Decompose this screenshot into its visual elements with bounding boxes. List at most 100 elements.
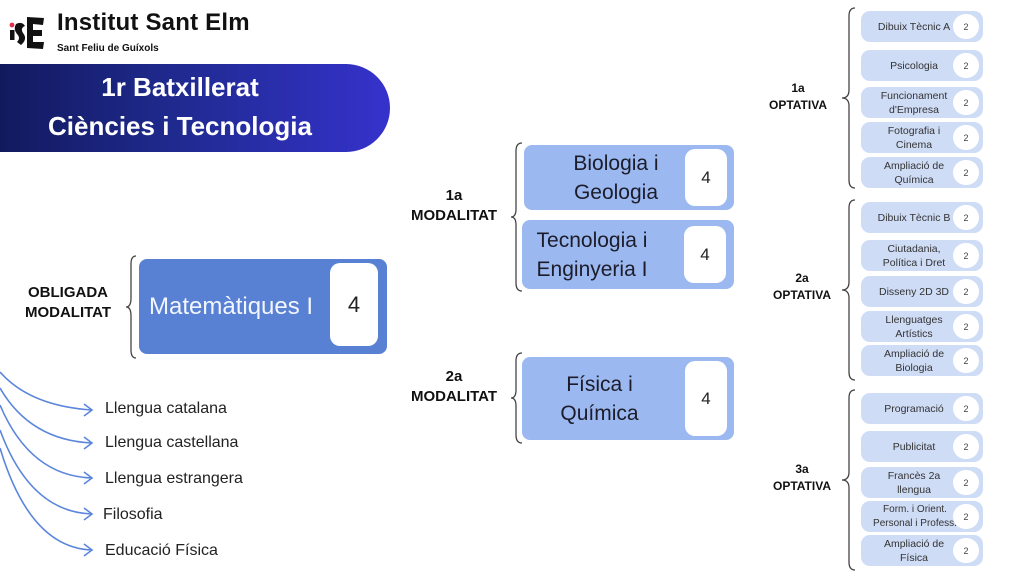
obligada-brace (125, 255, 137, 359)
hours-badge: 2 (953, 205, 979, 230)
hours-badge: 2 (953, 504, 979, 529)
banner-title-line2: Ciències i Tecnologia (48, 111, 312, 141)
optativa-subject[interactable]: Dibuix Tècnic B 2 (861, 202, 983, 233)
subject-name: Matemàtiques I (149, 293, 314, 320)
common-subject: Llengua estrangera (105, 470, 243, 487)
subject-name-line1: Ciutadania, (887, 242, 941, 255)
hours-badge: 4 (684, 226, 726, 283)
subject-name: Dibuix Tècnic B (861, 202, 967, 233)
subject-name: Programació (861, 393, 967, 424)
subject-name-line1: Llenguatges (885, 313, 943, 326)
common-subject: Llengua castellana (105, 434, 239, 451)
subject-name: Ciutadania,Política i Dret (861, 240, 967, 271)
subject-name-line1: Programació (884, 402, 944, 415)
subject-name-line1: Ampliació de (883, 537, 945, 550)
hours-badge: 2 (953, 314, 979, 339)
subject-box-biologia[interactable]: Biologia i Geologia 4 (524, 145, 734, 210)
subject-name: Dibuix Tècnic A (861, 11, 967, 42)
banner-title-line1: 1r Batxillerat (101, 72, 259, 102)
common-subject: Llengua catalana (105, 400, 227, 417)
modalitat-1-label-line2: MODALITAT (410, 207, 498, 224)
subject-name-line1: Psicologia (890, 59, 938, 72)
subject-name-line2: d'Empresa (889, 103, 939, 116)
arrow-icon (0, 371, 94, 417)
subject-name-line1: Disseny 2D 3D (878, 285, 950, 298)
subject-name-line2: Geologia (573, 180, 659, 204)
optativa-subject[interactable]: Form. i Orient.Personal i Profess. 2 (861, 501, 983, 532)
subject-name: Disseny 2D 3D (861, 276, 967, 307)
optativa-subject[interactable]: Psicologia 2 (861, 50, 983, 81)
modalitat-1-label-line1: 1a (445, 187, 463, 204)
subject-name-line1: Form. i Orient. (883, 503, 947, 515)
hours-badge: 4 (685, 361, 727, 436)
modalitat-1-brace (510, 142, 523, 292)
optativa-1-label-line2: OPTATIVA (769, 98, 827, 112)
hours-badge: 2 (953, 160, 979, 185)
subject-name-line2: Enginyeria I (536, 257, 648, 281)
subject-name-line2: Física (899, 551, 928, 564)
arrow-icon (0, 447, 94, 557)
subject-name-line1: Ampliació de (883, 347, 945, 360)
optativa-3-label: 3a OPTATIVA (762, 461, 842, 495)
modalitat-2-label-line1: 2a (445, 368, 463, 385)
hours-badge: 2 (953, 470, 979, 495)
obligada-label: OBLIGADA MODALITAT (14, 283, 122, 323)
optativa-3-label-line2: OPTATIVA (773, 479, 831, 493)
optativa-subject[interactable]: Disseny 2D 3D 2 (861, 276, 983, 307)
arrow-icon (0, 387, 94, 450)
subject-name-line2: Biologia (895, 361, 933, 374)
hours-badge: 2 (953, 14, 979, 39)
subject-name-line2: Química (560, 401, 639, 425)
subject-name-line1: Biologia i (573, 151, 659, 175)
hours-badge: 2 (953, 348, 979, 373)
subject-box-matematiques[interactable]: Matemàtiques I 4 (139, 259, 387, 354)
optativa-subject[interactable]: Publicitat 2 (861, 431, 983, 462)
hours-badge: 2 (953, 279, 979, 304)
hours-badge: 2 (953, 243, 979, 268)
subject-name-line2: Política i Dret (882, 256, 946, 269)
obligada-label-line2: MODALITAT (24, 304, 112, 321)
common-subject: Educació Física (105, 542, 218, 559)
modalitat-2-brace (510, 352, 523, 444)
subject-name: Psicologia (861, 50, 967, 81)
hours-badge: 2 (953, 125, 979, 150)
hours-badge: 2 (953, 53, 979, 78)
hours-badge: 2 (953, 396, 979, 421)
optativa-subject[interactable]: Ciutadania,Política i Dret 2 (861, 240, 983, 271)
optativa-2-brace (841, 199, 856, 381)
ise-logo-icon (9, 17, 44, 49)
hours-badge: 4 (685, 149, 727, 206)
subject-name-line1: Funcionament (880, 89, 948, 102)
optativa-3-label-line1: 3a (795, 462, 809, 476)
optativa-1-brace (841, 7, 856, 189)
hours-badge: 2 (953, 538, 979, 563)
optativa-2-label: 2a OPTATIVA (762, 270, 842, 304)
optativa-subject[interactable]: Programació 2 (861, 393, 983, 424)
common-arrows (0, 371, 94, 557)
subject-name-line1: Publicitat (892, 440, 936, 453)
arrow-icon (0, 404, 94, 485)
subject-name-line1: Dibuix Tècnic A (877, 20, 951, 33)
subject-name: Biologia i Geologia (524, 145, 708, 210)
hours-badge: 4 (330, 263, 378, 346)
optativa-1-label-line1: 1a (791, 81, 805, 95)
optativa-subject[interactable]: Dibuix Tècnic A 2 (861, 11, 983, 42)
arrow-icon (0, 429, 94, 521)
hours-badge: 2 (953, 434, 979, 459)
